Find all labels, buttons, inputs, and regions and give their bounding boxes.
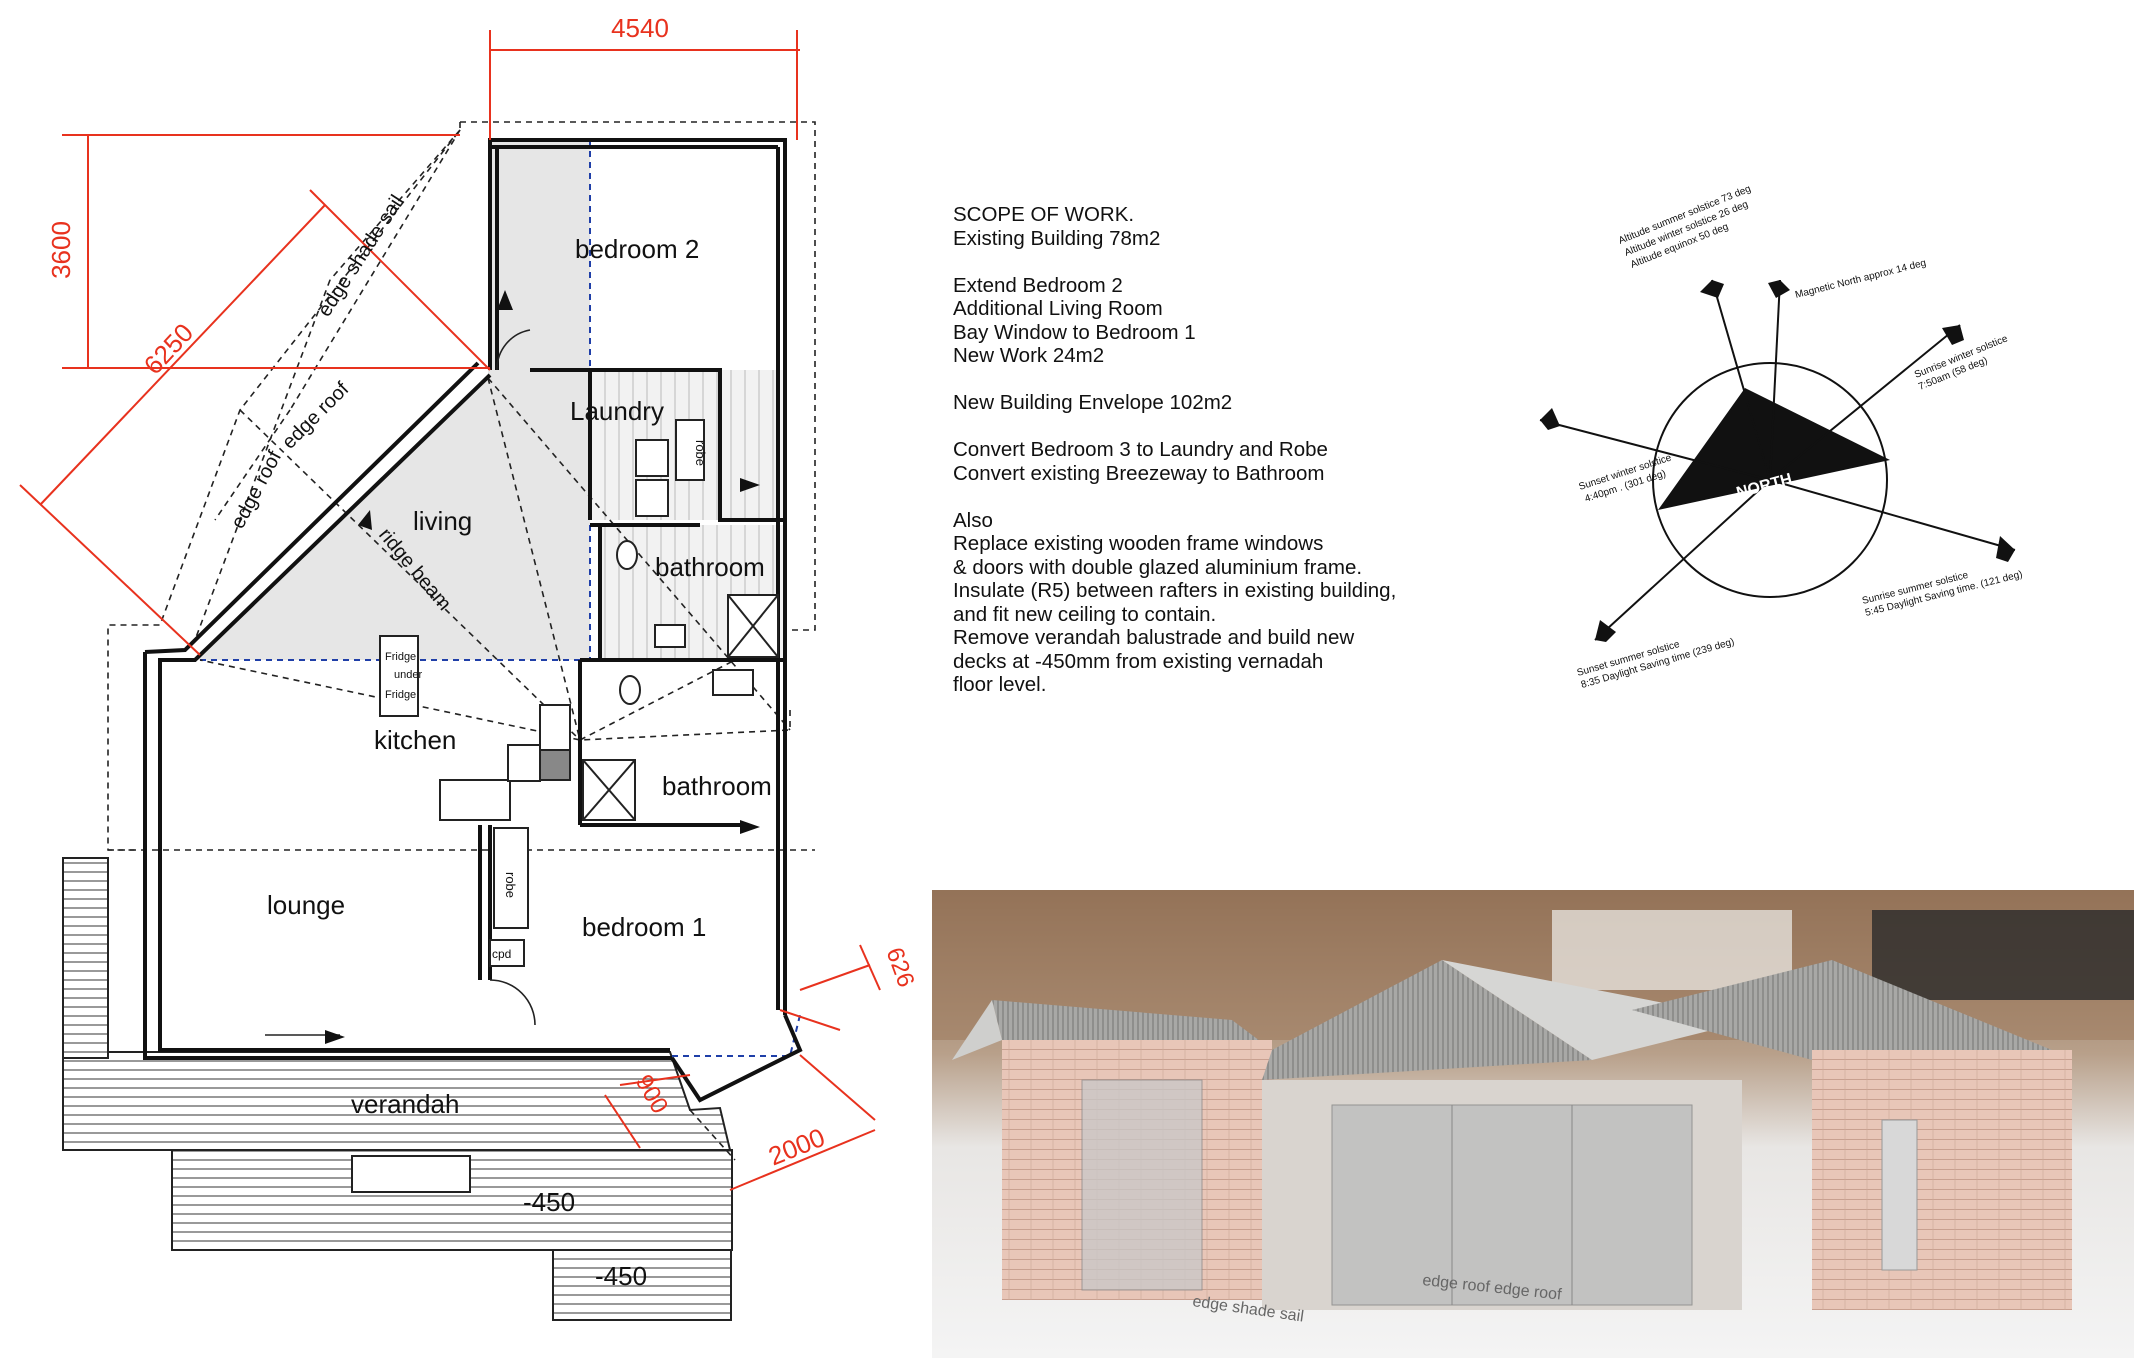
room-bedroom-1: bedroom 1 (582, 912, 706, 942)
room-lounge: lounge (267, 890, 345, 920)
ridge-markers (325, 290, 760, 1044)
room-kitchen: kitchen (374, 725, 456, 755)
scope-line: Remove verandah balustrade and build new (953, 626, 1355, 649)
scope-line: Extend Bedroom 2 (953, 273, 1123, 297)
scope-line: Insulate (R5) between rafters in existin… (953, 579, 1397, 602)
old-wall-lines (200, 140, 801, 1057)
scope-line: Convert Bedroom 3 to Laundry and Robe (953, 438, 1328, 461)
scope-line: & doors with double glazed aluminium fra… (953, 555, 1363, 579)
scope-line: Additional Living Room (953, 297, 1163, 320)
scope-line: floor level. (953, 673, 1047, 696)
deck-level-1: -450 (523, 1187, 575, 1217)
dimension-lines (19, 30, 881, 1191)
dim-2000: 2000 (764, 1122, 829, 1171)
floor-plan: 4540 3600 6250 626 900 2000 bedroom 2 La… (19, 13, 920, 1321)
north-triangle (1658, 388, 1890, 510)
model-photo: edge shade sail edge roof edge roof (932, 890, 2134, 1358)
label-under: under (394, 669, 422, 681)
walls (143, 138, 803, 1103)
room-bathroom-lower: bathroom (662, 771, 772, 801)
label-cupboard: cpd (492, 947, 511, 961)
dim-626: 626 (881, 944, 920, 991)
scope-line: Replace existing wooden frame windows (953, 532, 1324, 555)
dim-3600: 3600 (46, 221, 76, 279)
scope-line: New Building Envelope 102m2 (953, 391, 1233, 414)
scope-line: Also (953, 508, 993, 532)
scope-line: and fit new ceiling to contain. (953, 602, 1217, 626)
room-bathroom-upper: bathroom (655, 552, 765, 582)
room-living: living (413, 506, 472, 536)
sun-arrows (1539, 279, 2016, 641)
room-bedroom-2: bedroom 2 (575, 234, 699, 264)
scope-line: SCOPE OF WORK. (953, 203, 1135, 226)
label-robe-2: robe (503, 872, 518, 898)
label-edge-roof-b: edge roof (278, 378, 354, 454)
arrow-heads (1540, 280, 2015, 642)
scope-line: Existing Building 78m2 (953, 226, 1161, 250)
sun-compass-diagram: NORTH Altitude summer solstice 73 deg Al… (1539, 183, 2024, 691)
deck-left (62, 857, 109, 1059)
label-edge-shade-sail: edge shade sail (314, 191, 409, 320)
lower-deck (171, 1149, 733, 1321)
label-robe-1: robe (693, 440, 708, 466)
dim-4540: 4540 (611, 13, 669, 43)
scope-line: Convert existing Breezeway to Bathroom (953, 461, 1325, 485)
fixtures (379, 419, 779, 967)
label-fridge: Fridge (385, 651, 416, 663)
scope-line: New Work 24m2 (953, 344, 1105, 367)
room-laundry: Laundry (570, 396, 664, 426)
scope-of-work: SCOPE OF WORK. Existing Building 78m2 Ex… (953, 203, 1513, 697)
scope-line: Bay Window to Bedroom 1 (953, 320, 1196, 344)
label-magnetic-north: Magnetic North approx 14 deg (1794, 258, 1927, 301)
room-verandah: verandah (351, 1089, 459, 1119)
roof-outline-dashed (107, 121, 816, 1161)
label-fridge-2: Fridge (385, 689, 416, 701)
deck-level-2: -450 (595, 1261, 647, 1291)
dim-6250: 6250 (138, 317, 199, 380)
scope-line: decks at -450mm from existing vernadah (953, 649, 1324, 673)
